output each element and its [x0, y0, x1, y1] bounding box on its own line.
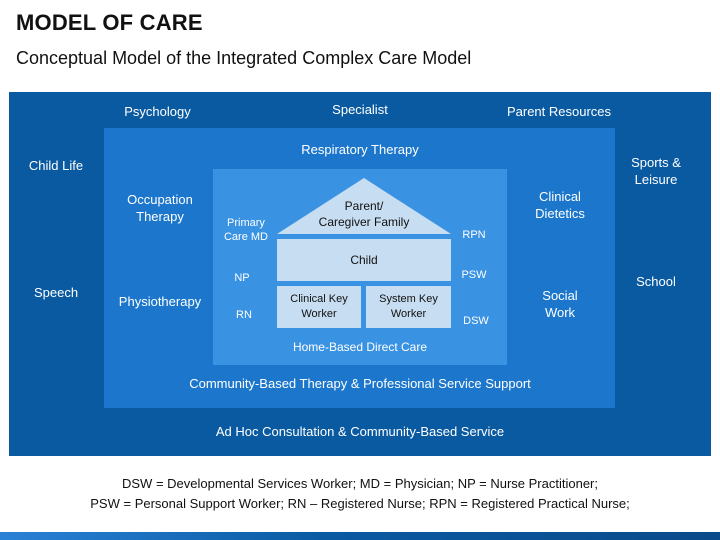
footnote-line1: DSW = Developmental Services Worker; MD … — [122, 476, 598, 491]
psychology-label: Psychology — [124, 104, 191, 119]
sports-label-line1: Sports & — [631, 155, 681, 170]
page-subtitle: Conceptual Model of the Integrated Compl… — [16, 48, 472, 68]
specialist-label: Specialist — [332, 102, 388, 117]
system-worker-line1: System Key — [379, 293, 438, 306]
parent-caregiver-label: Parent/ Caregiver Family — [277, 198, 451, 230]
footnote-line2: PSW = Personal Support Worker; RN – Regi… — [90, 496, 630, 511]
clinical-worker-line2: Worker — [301, 308, 337, 320]
child-life-label: Child Life — [28, 158, 84, 173]
primary-label-line2: Care MD — [223, 231, 268, 244]
bottom-accent-bar — [0, 532, 720, 540]
sports-label-line2: Leisure — [634, 171, 678, 187]
primary-label-line1: Primary — [227, 217, 265, 229]
np-label: NP — [234, 272, 250, 284]
rpn-label: RPN — [462, 229, 486, 241]
clinical-label-line1: Clinical — [539, 189, 581, 204]
occupation-therapy-label: Occupation Therapy — [110, 192, 210, 226]
occupation-label-line1: Occupation — [127, 192, 193, 207]
physiotherapy-label: Physiotherapy — [118, 294, 202, 309]
respiratory-therapy-label: Respiratory Therapy — [301, 142, 419, 157]
roof-label-line2: Caregiver Family — [318, 215, 410, 230]
social-label-line1: Social — [542, 288, 578, 303]
ad-hoc-consultation-label: Ad Hoc Consultation & Community-Based Se… — [215, 424, 505, 439]
system-key-worker-box: System Key Worker — [366, 286, 451, 328]
social-label-line2: Work — [544, 304, 576, 320]
house-roof-shape — [277, 178, 451, 234]
social-work-label: Social Work — [515, 288, 605, 322]
dsw-label: DSW — [463, 315, 489, 327]
clinical-dietetics-label: Clinical Dietetics — [515, 189, 605, 223]
roof-label-line1: Parent/ — [344, 199, 384, 213]
clinical-label-line2: Dietetics — [535, 205, 585, 221]
page-title: MODEL OF CARE — [16, 10, 203, 35]
community-therapy-label: Community-Based Therapy & Professional S… — [189, 376, 531, 391]
sports-leisure-label: Sports & Leisure — [620, 155, 692, 189]
school-label: School — [636, 274, 676, 289]
occupation-label-line2: Therapy — [136, 208, 184, 224]
clinical-key-worker-box: Clinical Key Worker — [277, 286, 361, 328]
parent-resources-label: Parent Resources — [506, 104, 612, 119]
roof-triangle — [277, 178, 451, 234]
clinical-worker-line1: Clinical Key — [290, 293, 348, 306]
psw-label: PSW — [461, 269, 487, 281]
rn-label: RN — [236, 309, 252, 321]
child-box: Child — [277, 239, 451, 281]
home-based-care-label: Home-Based Direct Care — [292, 340, 428, 354]
speech-label: Speech — [33, 285, 79, 300]
system-worker-line2: Worker — [390, 308, 427, 320]
primary-care-md-label: Primary Care MD — [218, 216, 274, 245]
